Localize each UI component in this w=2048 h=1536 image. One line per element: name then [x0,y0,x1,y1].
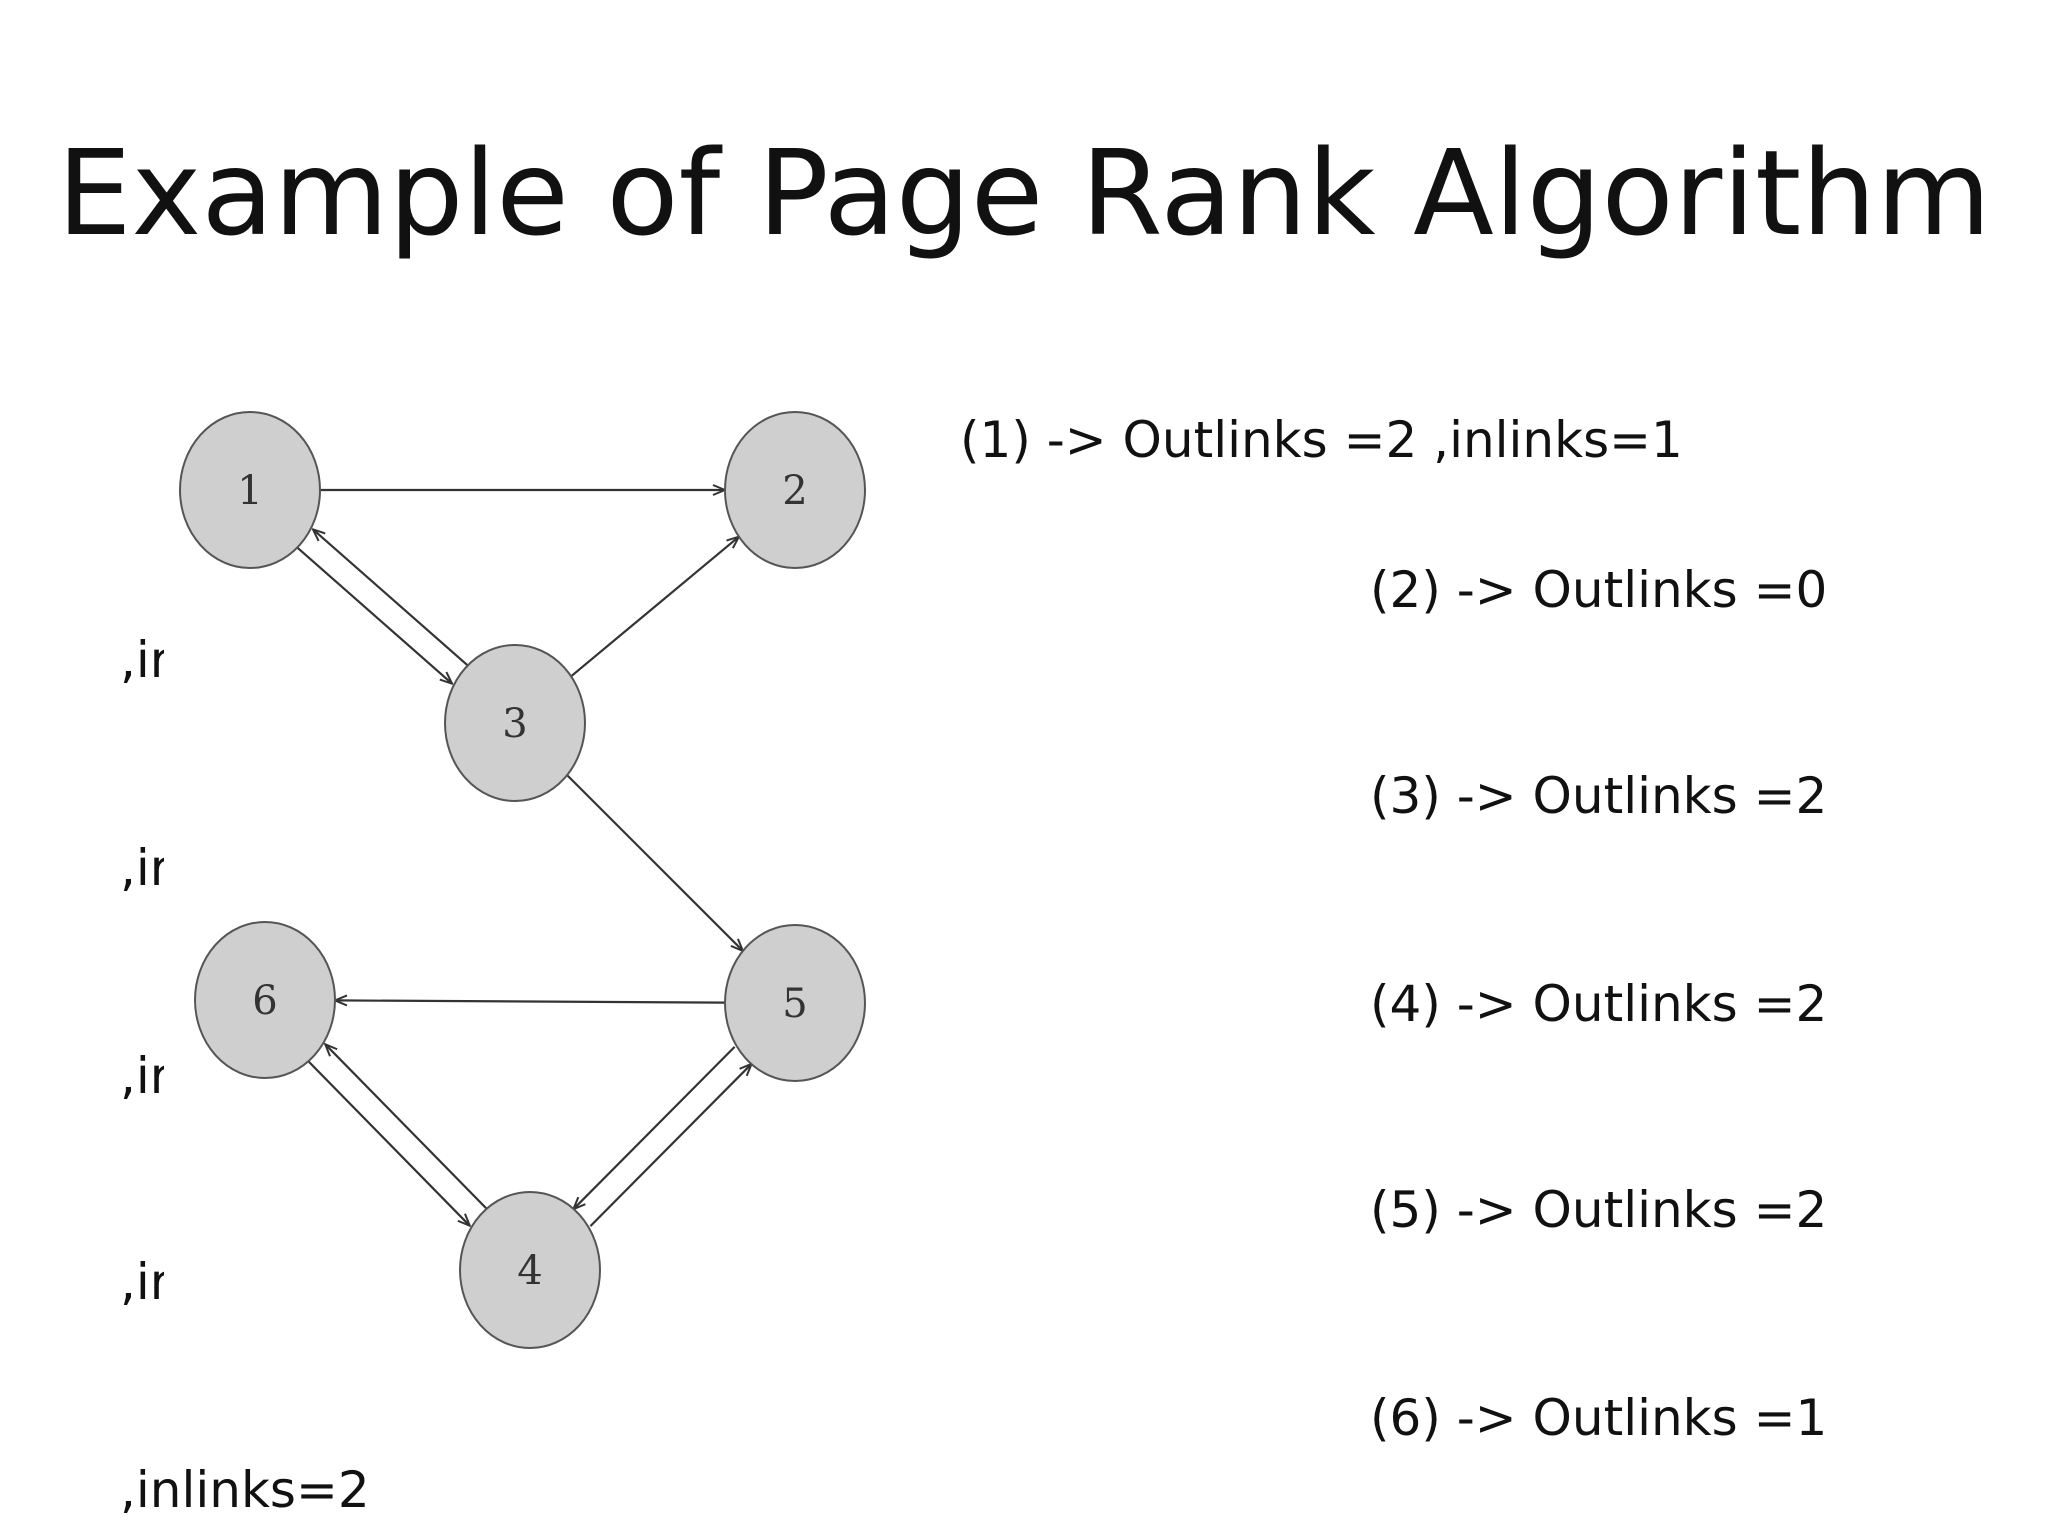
graph-node-1: 1 [179,411,321,569]
graph-node-4: 4 [459,1191,601,1349]
node-label-3: 3 [502,701,527,747]
node-label-5: 5 [782,981,807,1027]
wrapped-text-fragment: ,ir [120,839,164,897]
node-label-6: 6 [252,978,277,1024]
graph-node-5: 5 [724,924,866,1082]
graph-node-3: 3 [444,644,586,802]
wrapped-text-fragment: ,inlinks=2 [120,1461,370,1519]
wrapped-text-fragment: ,ir [120,1253,164,1311]
graph-node-6: 6 [194,921,336,1079]
node-circle-1 [179,411,321,569]
edge-1-to-3 [296,546,452,683]
node-label-4: 4 [517,1248,542,1294]
node-info-1: (1) -> Outlinks =2 ,inlinks=1 [960,411,1683,469]
node-circle-3 [444,644,586,802]
edge-5-to-4 [573,1046,736,1209]
node-info-2: (2) -> Outlinks =0 [1370,561,1828,619]
edge-4-to-6 [325,1044,488,1210]
edge-3-to-5 [566,774,743,951]
node-circle-2 [724,411,866,569]
node-info-6: (6) -> Outlinks =1 [1370,1389,1828,1447]
edge-3-to-1 [313,529,469,667]
nodes-layer: 1 2 3 4 5 6 [179,411,866,1349]
node-info-4: (4) -> Outlinks =2 [1370,975,1828,1033]
edge-3-to-2 [570,537,739,678]
graph-node-2: 2 [724,411,866,569]
node-info-3: (3) -> Outlinks =2 [1370,767,1828,825]
edges-layer [296,490,752,1227]
node-circle-6 [194,921,336,1079]
edge-4-to-5 [589,1064,751,1227]
node-label-2: 2 [782,468,807,514]
wrapped-text-fragment: ,ir [120,631,164,689]
node-circle-5 [724,924,866,1082]
slide-title: Example of Page Rank Algorithm [56,124,1992,262]
edge-6-to-4 [307,1060,470,1226]
node-label-1: 1 [237,468,262,514]
edge-5-to-6 [335,1000,726,1002]
node-info-5: (5) -> Outlinks =2 [1370,1181,1828,1239]
node-circle-4 [459,1191,601,1349]
wrapped-text-fragment: ,ir [120,1047,164,1105]
